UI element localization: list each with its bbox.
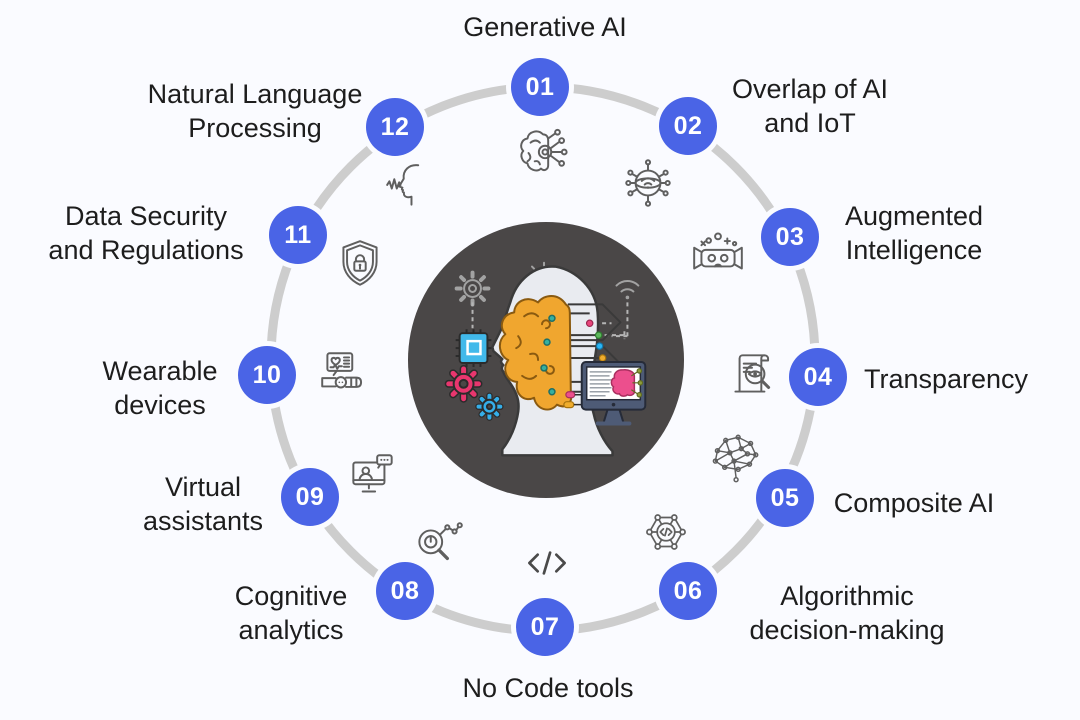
- step-03-label: Augmented Intelligence: [844, 201, 984, 265]
- step-03-badge: 03: [761, 208, 819, 266]
- step-07-label: No Code tools: [462, 673, 634, 703]
- gear-outline-icon: [454, 270, 491, 307]
- step-09-label: Virtual assistants: [142, 472, 264, 536]
- iot-globe-icon: [619, 154, 677, 212]
- step-02-label: Overlap of AI and IoT: [731, 74, 889, 138]
- ai-head-illustration: [407, 221, 685, 499]
- step-08-badge: 08: [376, 562, 434, 620]
- step-10-badge: 10: [238, 346, 296, 404]
- step-02-badge: 02: [659, 97, 717, 155]
- step-08-label: Cognitive analytics: [234, 581, 348, 645]
- assistant-monitor-icon: [343, 449, 401, 507]
- step-01-badge: 01: [511, 58, 569, 116]
- chip-icon: [455, 329, 492, 367]
- step-04-badge: 04: [789, 348, 847, 406]
- monitor-graphic: [580, 360, 647, 426]
- step-05-label: Composite AI: [833, 488, 995, 518]
- step-05-badge: 05: [756, 469, 814, 527]
- step-06-badge: 06: [659, 562, 717, 620]
- network-code-icon: [637, 503, 695, 561]
- brain-circuit-icon: [514, 124, 572, 182]
- step-06-label: Algorithmic decision-making: [749, 581, 945, 645]
- step-01-label: Generative AI: [463, 12, 627, 42]
- step-11-label: Data Security and Regulations: [48, 201, 244, 265]
- step-09-badge: 09: [281, 468, 339, 526]
- step-04-label: Transparency: [863, 364, 1029, 394]
- smartwatch-icon: [316, 345, 374, 403]
- step-12-label: Natural Language Processing: [147, 79, 363, 143]
- step-10-label: Wearable devices: [102, 356, 218, 420]
- neural-mesh-icon: [705, 430, 763, 488]
- blue-gear-icon: [475, 392, 504, 421]
- code-brackets-icon: [518, 534, 576, 592]
- analytics-magnifier-icon: [409, 518, 467, 576]
- step-12-badge: 12: [366, 98, 424, 156]
- vr-headset-icon: [689, 225, 747, 283]
- pink-gear-icon: [444, 364, 483, 403]
- step-07-badge: 07: [516, 598, 574, 656]
- document-eye-magnifier-icon: [723, 346, 781, 404]
- step-11-badge: 11: [269, 206, 327, 264]
- shield-lock-icon: [331, 235, 389, 293]
- speech-profile-icon: [383, 158, 441, 216]
- wifi-icon: [615, 280, 640, 300]
